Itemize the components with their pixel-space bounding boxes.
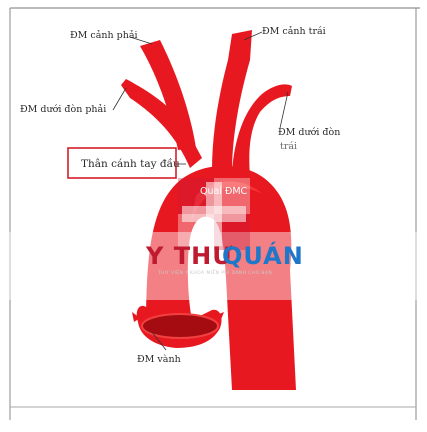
- brachiocephalic-highlight: Thân cánh tay đầu: [67, 147, 180, 179]
- highlight-box: [67, 147, 177, 179]
- coronary-nub-left: [132, 312, 140, 322]
- aortic-valve-opening: [142, 314, 218, 338]
- leader-right-carotid: [129, 36, 153, 45]
- label-left-subclavian-2: trái: [280, 141, 297, 152]
- watermark-text-left: Y THƯ: [145, 242, 233, 270]
- watermark-cross-h: [182, 206, 246, 222]
- leader-left-subclavian: [279, 91, 289, 129]
- leader-left-carotid: [243, 31, 263, 41]
- label-left-subclavian-1: ĐM dưới đòn: [278, 127, 340, 138]
- right-common-carotid-artery: [140, 40, 196, 150]
- watermark-text-right: QUÁN: [222, 241, 304, 270]
- aortic-valve-rim: [141, 313, 219, 339]
- aorta-illustration: [121, 30, 296, 390]
- label-brachiocephalic-trunk: Thân cánh tay đầu: [81, 157, 180, 170]
- label-right-subclavian: ĐM dưới đòn phải: [20, 104, 106, 115]
- leader-coronary: [151, 331, 167, 351]
- coronary-nub-right: [214, 312, 224, 322]
- label-aortic-arch: Quai ĐMC: [200, 186, 248, 197]
- leader-right-subclavian: [112, 87, 127, 111]
- label-left-common-carotid: ĐM cảnh trái: [262, 26, 326, 37]
- frame: [9, 7, 420, 420]
- label-coronary-artery: ĐM vành: [137, 354, 181, 365]
- watermark-tagline: THƯ VIỆN Y KHOA MIỄN PHÍ DÀNH CHO BẠN: [157, 268, 272, 276]
- watermark: Quai ĐMC Y THƯ QUÁN THƯ VIỆN Y KHOA MIỄN…: [0, 178, 427, 300]
- labels: ĐM cảnh phải ĐM cảnh trái ĐM dưới đòn ph…: [20, 26, 340, 365]
- left-subclavian-artery: [232, 84, 292, 176]
- label-right-common-carotid: ĐM cảnh phải: [70, 30, 138, 41]
- left-common-carotid-artery: [212, 30, 252, 172]
- leader-lines: [112, 31, 289, 351]
